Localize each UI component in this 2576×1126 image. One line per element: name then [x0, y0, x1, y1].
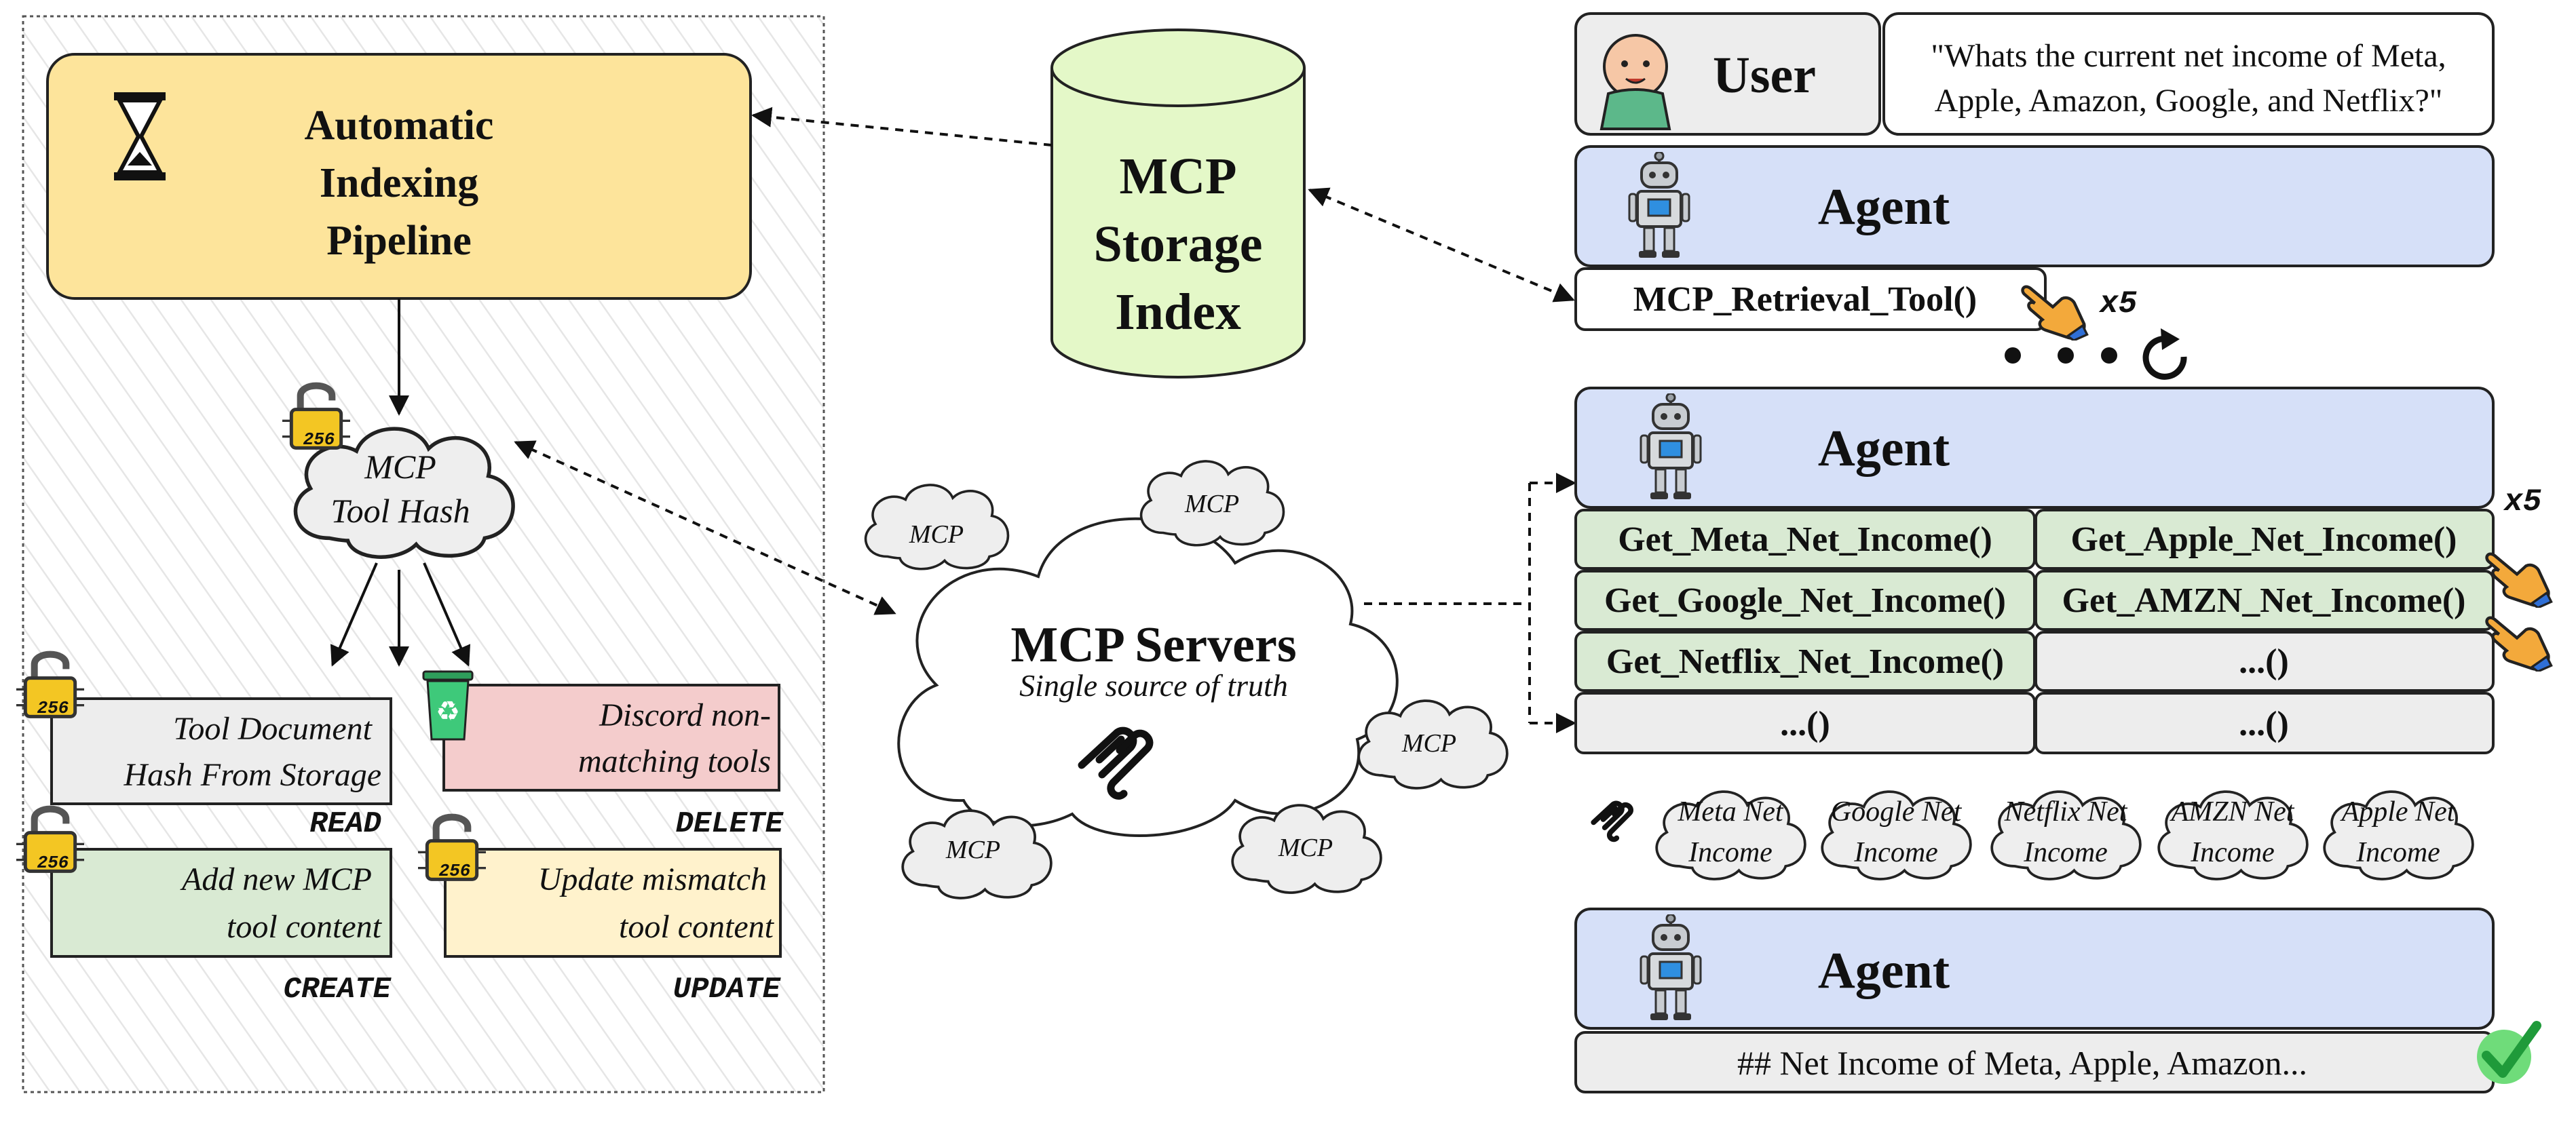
retrieval-tool-label: MCP_Retrieval_Tool(): [1633, 280, 1977, 319]
result-google-line-2: Income: [1853, 837, 1938, 868]
user-query-line-2: Apple, Amazon, Google, and Netflix?": [1935, 83, 2443, 119]
lock-icon: 256: [16, 655, 84, 718]
baby-avatar-icon: [1599, 34, 1671, 130]
update-box-line-1: Update mismatch: [538, 861, 767, 897]
tool-cell-apple: [2034, 509, 2495, 570]
hash-arrow-right: [423, 562, 471, 667]
result-apple-line-1: Apple Net: [2340, 796, 2456, 828]
agent-label-3: Agent: [1818, 942, 1950, 999]
result-meta-line-2: Income: [1688, 837, 1773, 868]
agent-box-1: [1574, 145, 2495, 267]
tool-hash-line-1: MCP: [364, 448, 436, 486]
create-box-line-1: Add new MCP: [180, 861, 372, 897]
lock-icon: 256: [282, 386, 350, 450]
create-label: CREATE: [284, 973, 392, 1007]
storage-line-1: MCP: [1119, 148, 1236, 205]
delete-box: [442, 684, 780, 792]
tool-label-more: ...(): [1780, 705, 1830, 743]
agent-label-2: Agent: [1818, 420, 1950, 477]
read-box: [50, 697, 392, 805]
mcp-cloud-label: MCP: [1278, 834, 1333, 862]
delete-box-line-2: matching tools: [578, 743, 771, 779]
servers-subtitle: Single source of truth: [1019, 668, 1288, 703]
retrieval-multiplier: x5: [2098, 286, 2137, 322]
result-amzn-line-1: AMZN Net: [2170, 796, 2295, 828]
mcp-logo-icon: [1591, 800, 1633, 842]
tool-label-meta: Get_Meta_Net_Income(): [1618, 520, 1992, 559]
pipeline-title-line-1: Automatic: [305, 102, 494, 149]
tool-cell-more: [2034, 692, 2495, 754]
agent-box-2: [1574, 387, 2495, 509]
storage-line-2: Storage: [1093, 216, 1262, 273]
mcp-servers-cloud: [897, 517, 1399, 837]
mcp-cloud-label: MCP: [945, 836, 1000, 864]
storage-to-pipeline-arrow: [751, 106, 1053, 147]
servers-title: MCP Servers: [1010, 617, 1296, 673]
hash-to-servers-arrow: [514, 440, 896, 615]
mcp-cloud-label: MCP: [909, 520, 964, 549]
click-hand-icon: [2487, 554, 2552, 608]
tool-cell-amzn: [2034, 570, 2495, 631]
lock-icon: 256: [418, 817, 486, 881]
ellipsis-icon: [2005, 347, 2117, 364]
tool-label-more: ...(): [2239, 642, 2289, 681]
result-amzn-line-2: Income: [2190, 837, 2275, 868]
result-apple-line-2: Income: [2355, 837, 2440, 868]
agent-label-1: Agent: [1818, 178, 1950, 235]
tool-label-google: Get_Google_Net_Income(): [1604, 581, 2006, 620]
update-box: [444, 848, 782, 958]
lock-label: 256: [303, 429, 335, 450]
svg-text:256: 256: [37, 853, 69, 873]
mcp-cloud-label: MCP: [1401, 729, 1456, 758]
result-netflix-line-1: Netflix Net: [2004, 796, 2128, 828]
user-label: User: [1713, 47, 1816, 104]
delete-box-line-1: Discord non-: [599, 697, 771, 733]
tool-cell-more: [2034, 631, 2495, 692]
update-label: UPDATE: [673, 973, 782, 1007]
read-label: READ: [309, 807, 381, 841]
tool-label-netflix: Get_Netflix_Net_Income(): [1606, 642, 2004, 681]
user-query-line-1: "Whats the current net income of Meta,: [1931, 38, 2446, 74]
storage-cylinder: [1050, 28, 1306, 378]
read-box-line-1: Tool Document: [173, 711, 373, 747]
create-box-line-2: tool content: [227, 909, 383, 945]
hash-arrow-left: [330, 562, 378, 667]
agent-box-3: [1574, 908, 2495, 1030]
mcp-cloud-label: MCP: [1184, 490, 1239, 518]
checkmark-icon: [2477, 1021, 2541, 1084]
tool-label-more: ...(): [2239, 705, 2289, 743]
svg-text:256: 256: [439, 861, 471, 881]
hourglass-icon: [114, 92, 166, 180]
final-answer-text: ## Net Income of Meta, Apple, Amazon...: [1737, 1044, 2307, 1082]
storage-to-retrieval-arrow: [1308, 187, 1575, 303]
tool-hash-line-2: Tool Hash: [330, 492, 470, 530]
read-box-line-2: Hash From Storage: [123, 757, 381, 793]
storage-line-3: Index: [1115, 284, 1241, 341]
recycle-bin-icon: ♻: [422, 670, 474, 741]
lock-icon: 256: [16, 809, 84, 873]
user-query-box: [1882, 12, 2495, 136]
result-google-line-1: Google Net: [1831, 796, 1963, 828]
delete-label: DELETE: [676, 807, 784, 841]
tool-label-apple: Get_Apple_Net_Income(): [2071, 520, 2457, 559]
result-meta-line-1: Meta Net: [1677, 796, 1783, 828]
tool-label-amzn: Get_AMZN_Net_Income(): [2062, 581, 2466, 620]
tool-multiplier: x5: [2503, 484, 2541, 520]
svg-text:256: 256: [37, 698, 69, 718]
pipeline-title-line-3: Pipeline: [326, 218, 472, 264]
result-netflix-line-2: Income: [2023, 837, 2108, 868]
loop-icon: [2142, 328, 2187, 380]
click-hand-icon: [2487, 618, 2552, 672]
create-box: [50, 848, 392, 958]
mcp-logo-icon: [1078, 726, 1154, 800]
svg-text:♻: ♻: [436, 696, 460, 727]
update-box-line-2: tool content: [619, 909, 775, 945]
pipeline-title-line-2: Indexing: [320, 160, 478, 206]
